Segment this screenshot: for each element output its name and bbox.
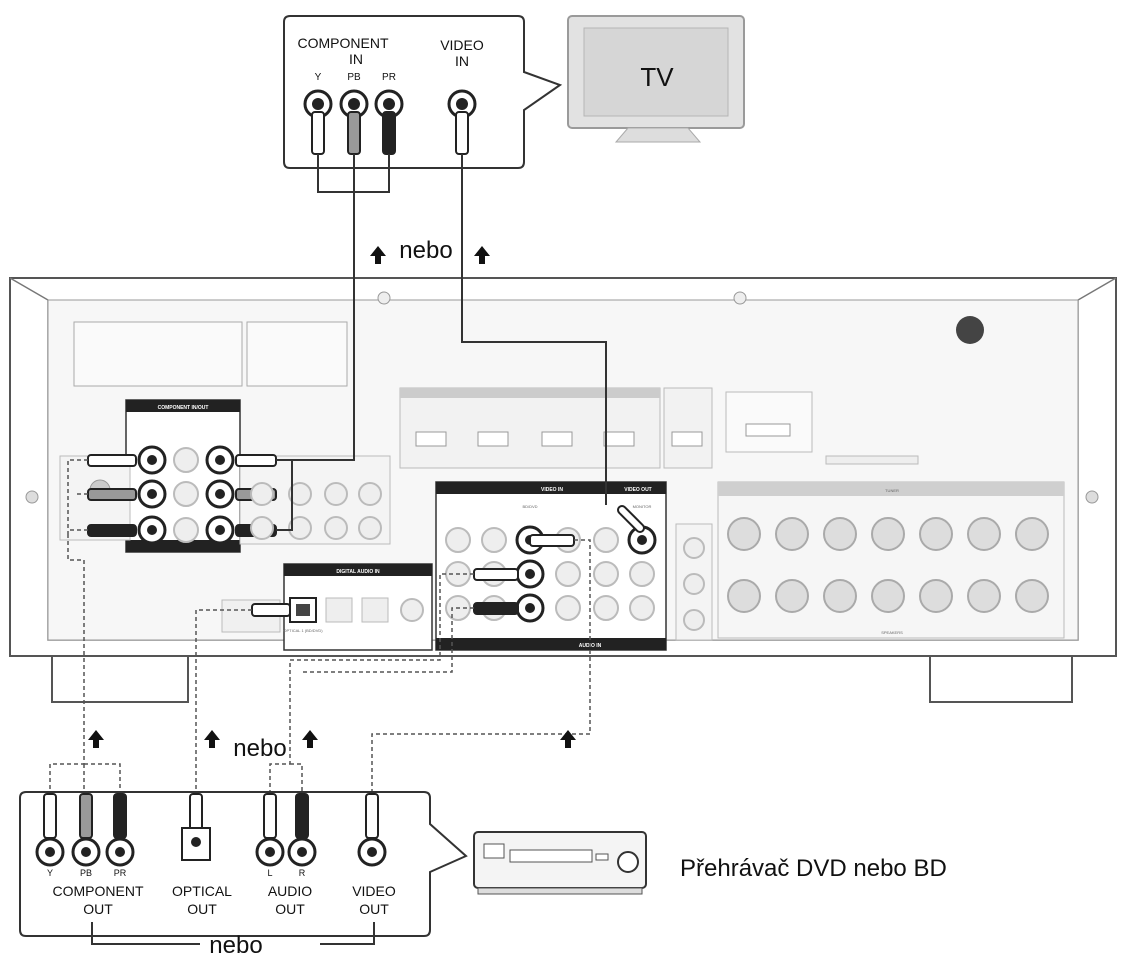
audio-out-label-2: OUT	[275, 901, 305, 917]
nebo-top: nebo	[399, 237, 452, 264]
optical-out-label-2: OUT	[187, 901, 217, 917]
dvd-player-icon	[473, 831, 647, 895]
tv-icon: TV	[567, 15, 745, 143]
dashed-optical-cable	[195, 609, 252, 792]
dashed-component-cable	[49, 459, 121, 792]
receiver-back-panel: COMPONENT IN/OUT	[9, 277, 1117, 703]
video-in-label-2: IN	[455, 53, 469, 69]
component-in-label-2: IN	[349, 51, 363, 67]
component-inout-header: COMPONENT IN/OUT	[158, 405, 209, 411]
bd-dvd-label: BD/DVD	[522, 504, 537, 509]
video-out-header: VIDEO OUT	[624, 487, 652, 493]
source-jack-pr-label: PR	[114, 868, 127, 878]
component-out-label-1: COMPONENT	[53, 883, 144, 899]
digital-audio-block: DIGITAL AUDIO IN OPTICAL 1 (BD/DVD)	[221, 563, 433, 651]
video-audio-block: VIDEO IN VIDEO OUT AUDIO IN BD/DVD MONIT…	[435, 481, 667, 651]
component-inout-block: COMPONENT IN/OUT	[59, 399, 391, 553]
right-foot	[929, 655, 1073, 703]
speaker-terminals: TUNER SPEAKERS	[717, 481, 1065, 639]
source-callout: Y PB PR COMPONENT OUT OPTICAL OUT L R AU…	[19, 791, 468, 937]
tv-jack-pb-label: PB	[347, 72, 361, 83]
tv-jack-y-label: Y	[315, 72, 322, 83]
optical-1-label: OPTICAL 1 (BD/DVD)	[283, 628, 323, 633]
upward-arrows	[88, 246, 576, 748]
tv-label: TV	[640, 62, 674, 92]
component-in-label-1: COMPONENT	[298, 35, 389, 51]
audio-jack-l-label: L	[267, 868, 272, 878]
bottom-nebo-bracket: nebo	[91, 922, 375, 959]
component-cable-to-tv	[276, 154, 390, 531]
source-jack-pb-label: PB	[80, 868, 92, 878]
left-foot	[51, 655, 189, 703]
digital-audio-header: DIGITAL AUDIO IN	[336, 569, 380, 575]
tv-component-jacks	[303, 89, 404, 155]
hdmi-block	[399, 387, 661, 469]
nebo-bottom: nebo	[209, 932, 262, 959]
source-jack-y-label: Y	[47, 868, 53, 878]
optical-out-label-1: OPTICAL	[172, 883, 232, 899]
monitor-label: MONITOR	[633, 504, 652, 509]
speakers-footer: SPEAKERS	[881, 630, 903, 635]
dashed-video-cable	[371, 539, 591, 792]
tv-jack-pr-label: PR	[382, 72, 396, 83]
component-out-label-2: OUT	[83, 901, 113, 917]
tuner-label: TUNER	[885, 488, 899, 493]
dashed-audio-cable	[269, 573, 474, 792]
audio-out-label-1: AUDIO	[268, 883, 312, 899]
player-label: Přehrávač DVD nebo BD	[680, 855, 947, 882]
video-in-label-1: VIDEO	[440, 37, 484, 53]
video-out-label-1: VIDEO	[352, 883, 396, 899]
nebo-middle: nebo	[233, 735, 286, 762]
video-cable-to-tv	[461, 154, 607, 505]
video-in-header: VIDEO IN	[541, 487, 563, 493]
tv-callout: COMPONENT IN Y PB PR VIDEO IN	[283, 15, 563, 169]
video-out-label-2: OUT	[359, 901, 389, 917]
audio-jack-r-label: R	[299, 868, 306, 878]
